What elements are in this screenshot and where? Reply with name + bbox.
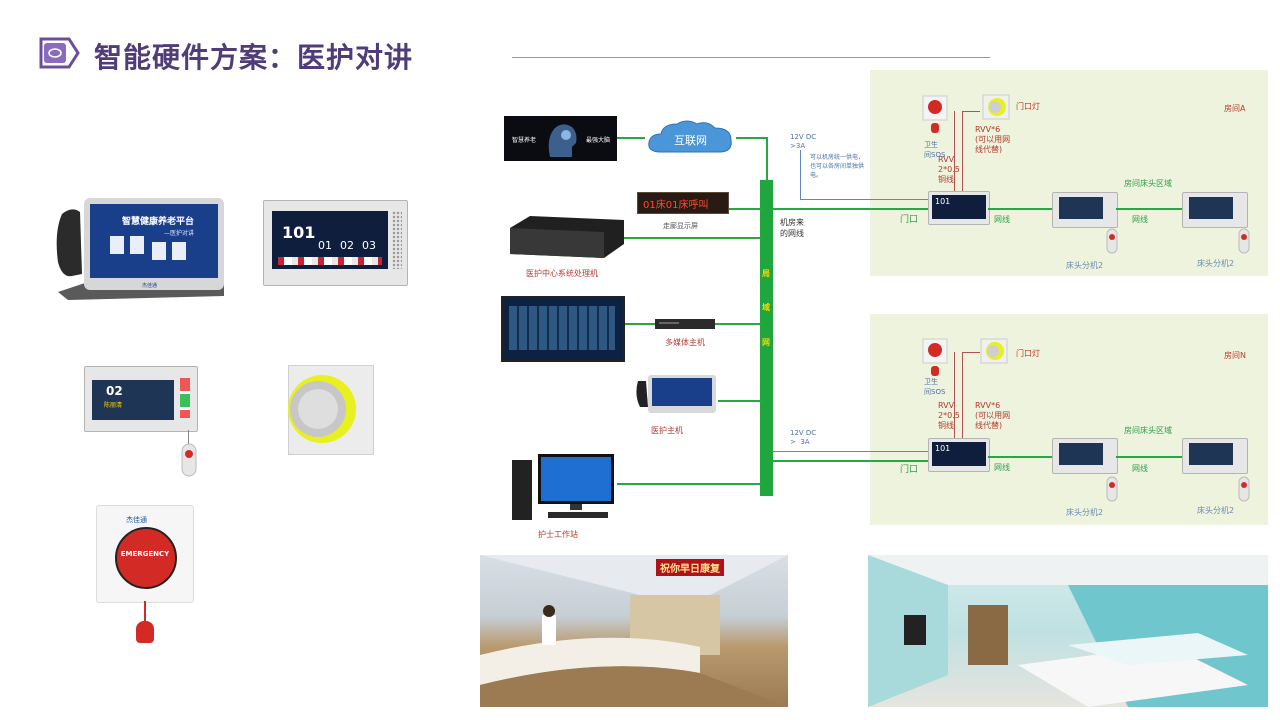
lan-char-2: 域 [762,303,770,312]
door-display-bed-1: 01 [318,239,332,252]
corridor-display-label: 走廊显示屏 [663,222,698,230]
room-a-door-unit: 101 [928,191,990,225]
room-n-net2: 网线 [1132,464,1148,473]
nurse-workstation-icon [512,454,614,520]
room-n-door-light-label: 门口灯 [1016,349,1040,358]
room-a-bed-zone: 房间床头区域 [1124,179,1172,188]
bigscreen-text-1: 智慧养老 [512,137,537,144]
page-title: 智能硬件方案：医护对讲 [94,41,414,74]
room-a-door-light-label: 门口灯 [1016,102,1040,111]
room-n-door-number: 101 [935,444,951,453]
door-light-icon [288,375,356,443]
room-n-bed1-label: 床头分机2 [1066,508,1104,517]
room-a-door-light-icon [982,94,1010,120]
room-a-bed1-label: 床头分机2 [1066,261,1104,270]
lan-char-1: 局 [762,269,770,278]
room-n-door-light-icon [980,338,1008,364]
room-n-bed-unit-2 [1182,438,1248,474]
power-top-label: 12V DC >3A [790,133,817,150]
room-a-handle-2-icon [1238,228,1250,254]
master-unit-label: 医护主机 [651,426,683,435]
room-n-handle-1-icon [1106,476,1118,502]
room-a-door-number: 101 [935,197,951,206]
room-n-bed-unit-1 [1052,438,1118,474]
nurse-station-label: 护士工作站 [538,530,578,539]
desk-phone-screen-subtitle: —医护对讲 [164,230,195,237]
nurse-station-photo: 祝你早日康复 [480,555,788,707]
bed-terminal-bed-number: 02 [106,384,123,398]
led-corridor-display: 01床01床呼叫 [637,192,729,214]
room-a-sos-icon [922,95,948,133]
room-n-name: 房间N [1224,351,1246,360]
room-n-door-label: 门口 [900,465,919,475]
brain-head-icon [548,124,577,157]
desk-phone-screen-title: 智慧健康养老平台 [122,217,195,227]
lan-char-3: 网 [762,338,770,347]
monitor-wall [501,296,625,362]
room-a-net1: 网线 [994,215,1010,224]
emergency-button-device: 杰佳通 EMERGENCY [96,505,194,645]
title-badge-icon [39,37,80,69]
power-bottom-label: 12V DC > 3A [790,429,817,446]
room-n-bed2-label: 床头分机2 [1197,506,1235,515]
ward-photo-art [868,555,1268,707]
room-a-handle-1-icon [1106,228,1118,254]
room-a-door-label: 门口 [900,215,919,225]
room-a-sos-label: 卫生 间SOS [924,141,946,159]
title-divider [512,57,990,58]
desk-phone-icon [56,198,224,300]
desk-phone-device: 智慧健康养老平台 —医护对讲 杰佳通 [48,192,230,304]
pull-cord-handle [136,621,154,643]
led-text: 01床01床呼叫 [643,200,709,211]
room-a-name: 房间A [1224,104,1246,113]
master-unit-icon [636,375,716,413]
power-note: 可以机房统一供电，也可以各房间单独供电。 [810,154,865,179]
room-a-bed-unit-2 [1182,192,1248,228]
internet-label: 互联网 [674,134,707,147]
multimedia-host-icon [655,319,715,329]
backbone-label: 机房来的网线 [780,218,804,238]
server-icon [510,216,624,258]
hallway-photo-art [480,555,788,707]
emergency-brand: 杰佳通 [126,516,147,524]
bigscreen-text-2: 最强大脑 [586,137,611,144]
call-handle-icon [181,443,197,477]
room-n-sos-icon [922,338,948,376]
door-display-bed-2: 02 [340,239,354,252]
lan-backbone [760,180,773,496]
bed-terminal-name: 陈丽清 [104,402,123,409]
multimedia-label: 多媒体主机 [665,338,705,347]
door-light-device [288,365,374,455]
server-label: 医护中心系统处理机 [526,269,598,278]
room-n-handle-2-icon [1238,476,1250,502]
door-display-bed-3: 03 [362,239,376,252]
ward-photo [868,555,1268,707]
room-a-bed2-label: 床头分机2 [1197,259,1235,268]
bed-terminal-device: 02 陈丽清 [84,366,199,478]
room-n-bed-zone: 房间床头区域 [1124,426,1172,435]
ai-bigscreen: 智慧养老 最强大脑 [504,116,617,161]
room-n-rvv2: RVV*6 (可以用网 线代替) [975,401,1011,430]
room-n-door-unit: 101 [928,438,990,472]
door-display-number: 101 [282,223,316,242]
room-a-rvv1: RVV 2*0.5 铜线 [938,155,960,184]
room-n-sos-label: 卫生 间SOS [924,378,946,396]
hall-banner: 祝你早日康复 [656,559,724,576]
room-a-net2: 网线 [1132,215,1148,224]
room-a-rvv2: RVV*6 (可以用网 线代替) [975,125,1011,154]
room-n-net1: 网线 [994,463,1010,472]
emergency-label: EMERGENCY [120,550,170,558]
desk-phone-brand: 杰佳通 [142,283,158,289]
room-a-bed-unit-1 [1052,192,1118,228]
door-display-device: 101 01 02 03 [263,200,408,286]
room-n-rvv1: RVV 2*0.5 铜线 [938,401,960,430]
internet-cloud-icon [648,120,732,153]
